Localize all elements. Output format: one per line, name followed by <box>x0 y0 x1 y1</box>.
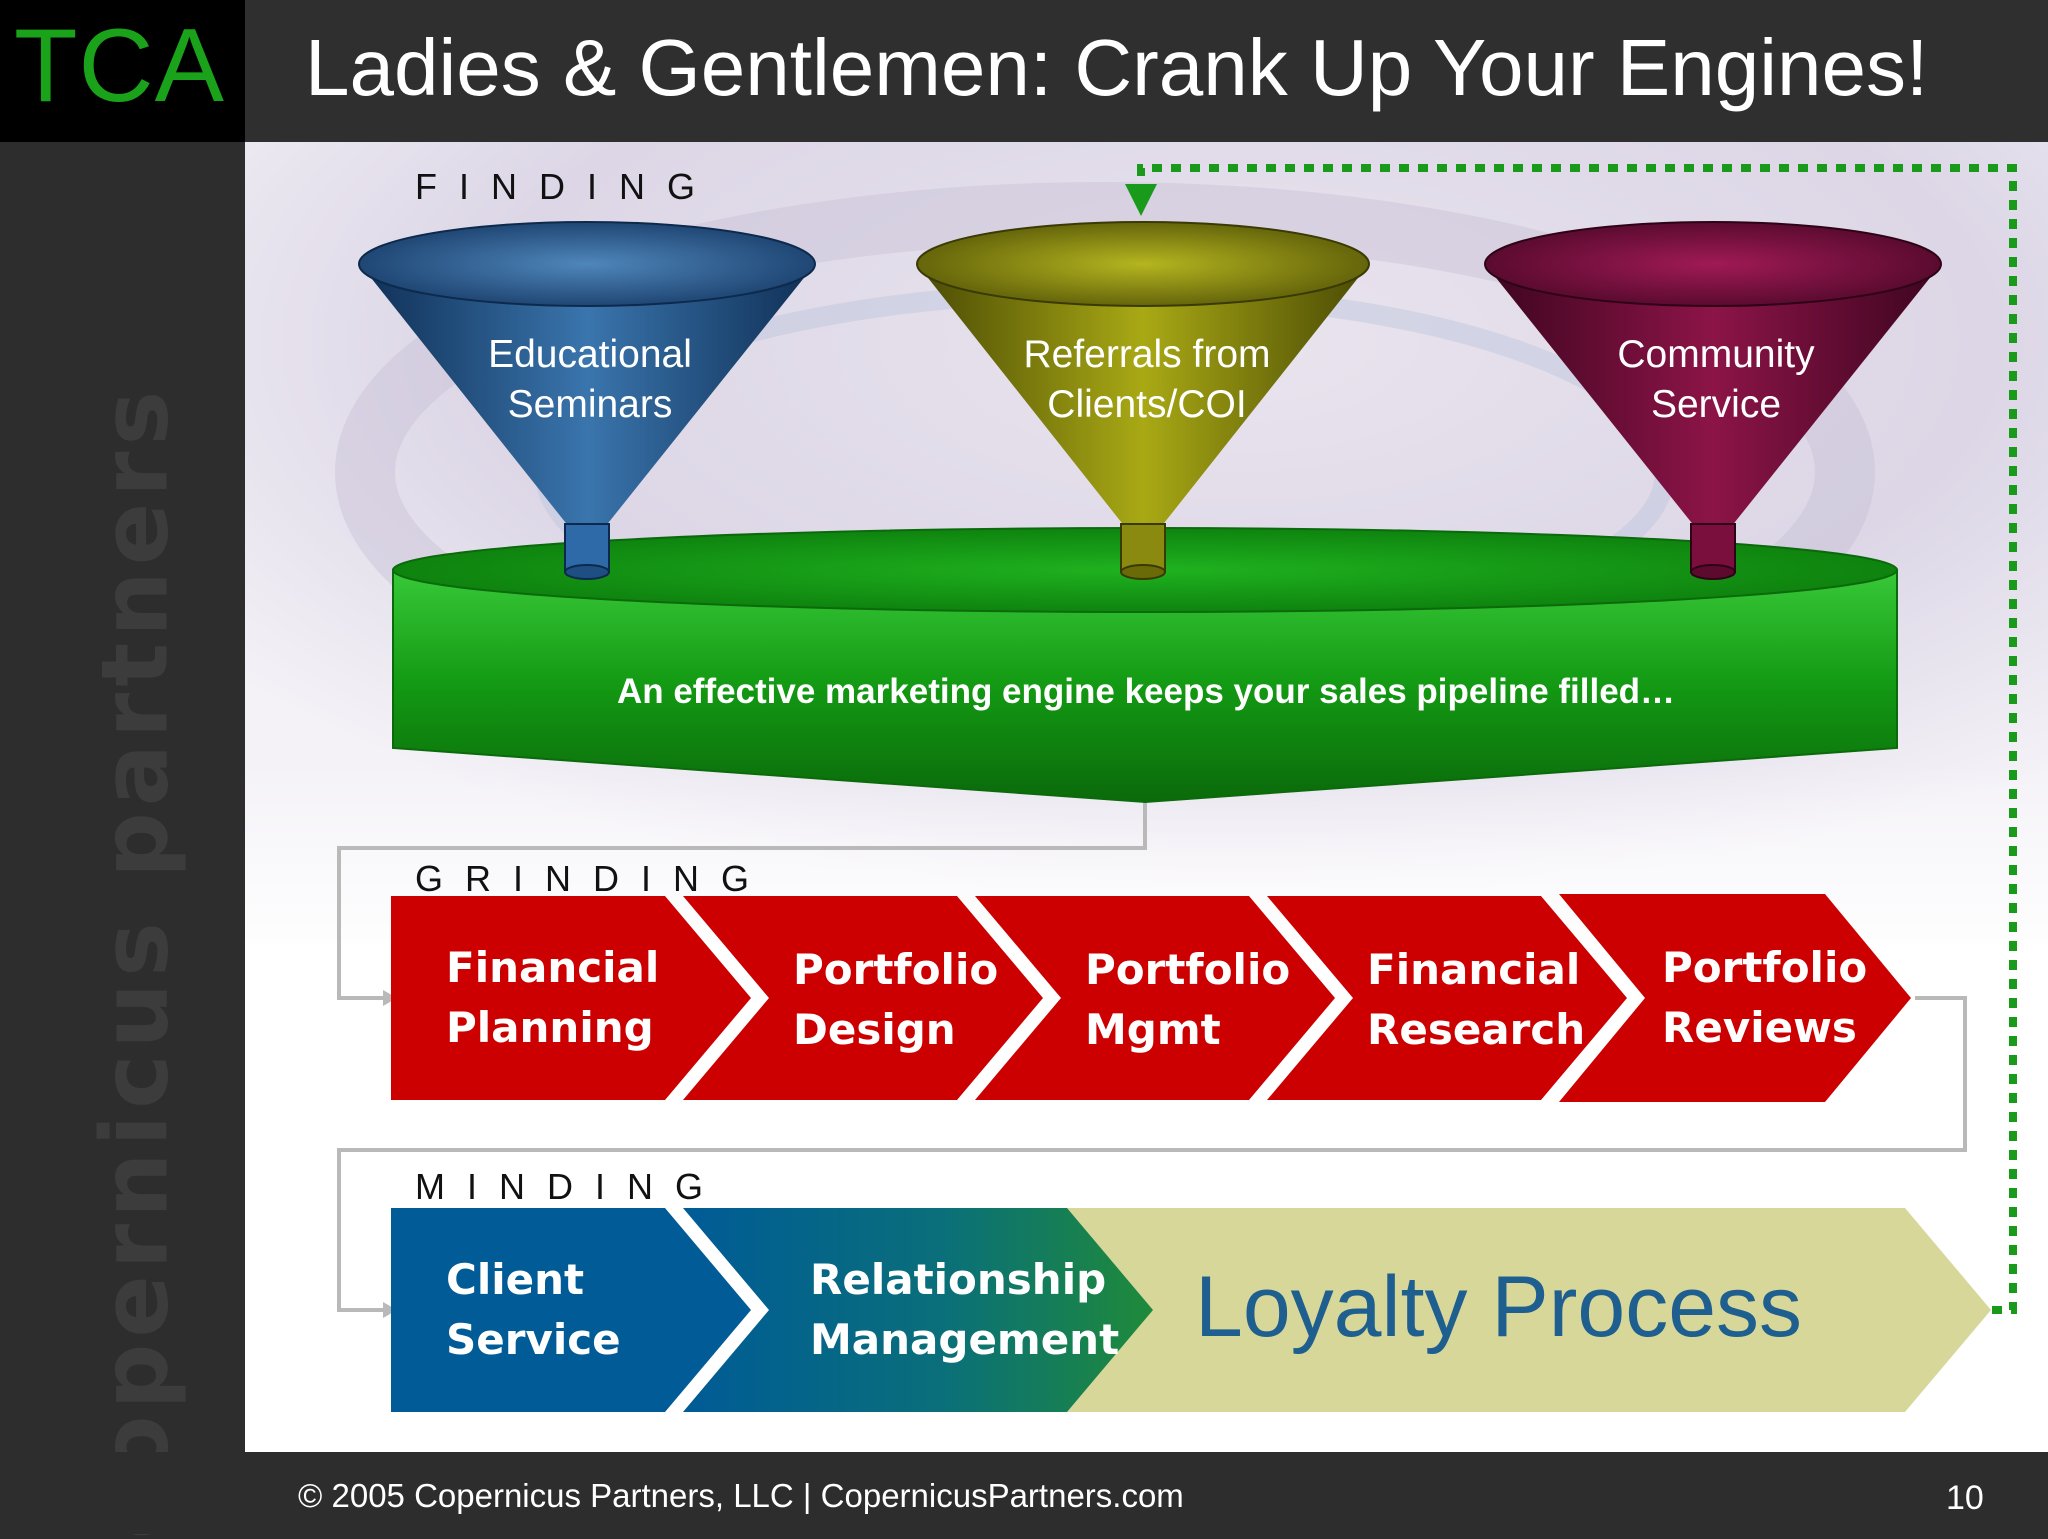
step-label-line: Portfolio <box>1085 945 1291 994</box>
minding-chevrons <box>391 1208 1991 1412</box>
grinding-step-portfolio-reviews: Portfolio Reviews <box>1662 938 1922 1058</box>
funnel-label-educational-seminars: Educational Seminars <box>440 330 740 430</box>
grinding-step-financial-planning: Financial Planning <box>446 938 706 1058</box>
feedback-loop-line <box>1137 164 2017 1314</box>
section-label-minding: MINDING <box>415 1166 725 1207</box>
engine-caption: An effective marketing engine keeps your… <box>616 672 1676 711</box>
sidebar-brand-watermark: copernicus partners <box>81 384 189 1539</box>
funnel-label-community-service: Community Service <box>1566 330 1866 430</box>
section-label-grinding: GRINDING <box>415 858 771 899</box>
funnel-community-service <box>1484 221 1942 580</box>
connector-arrow-2 <box>383 1302 397 1318</box>
step-label-line: Portfolio <box>793 945 999 994</box>
feedback-arrow-head <box>1125 184 1157 216</box>
step-label-line: Relationship <box>810 1255 1107 1304</box>
funnel-label-referrals: Referrals from Clients/COI <box>997 330 1297 430</box>
page-number: 10 <box>1946 1479 1984 1517</box>
funnel-educational-seminars <box>358 221 816 580</box>
logo-box: TCA <box>0 0 245 142</box>
connector-grinding-to-minding <box>337 996 1967 1312</box>
grinding-chevrons <box>391 894 1911 1102</box>
step-label-line: Research <box>1367 1005 1586 1054</box>
minding-step-client-service: Client Service <box>446 1250 706 1370</box>
footer-bar <box>0 1452 2048 1534</box>
step-label-line: Client <box>446 1255 585 1304</box>
connector-arrow-1 <box>383 990 397 1006</box>
funnel-label-line: Community <box>1617 333 1815 376</box>
footer-copyright: © 2005 Copernicus Partners, LLC | Copern… <box>298 1477 1184 1514</box>
section-label-finding: FINDING <box>415 166 717 207</box>
step-label-line: Reviews <box>1662 1003 1857 1052</box>
minding-step-relationship-management: Relationship Management <box>810 1250 1150 1370</box>
step-label-line: Service <box>446 1315 621 1364</box>
connector-finding-to-grinding <box>337 802 1147 1000</box>
funnel-label-line: Educational <box>488 333 692 376</box>
step-label-line: Mgmt <box>1085 1005 1221 1054</box>
step-label-line: Financial <box>446 943 660 992</box>
funnel-referrals <box>916 221 1370 580</box>
logo: TCA <box>14 8 225 124</box>
loyalty-process-label: Loyalty Process <box>1195 1259 1803 1355</box>
step-label-line: Design <box>793 1005 956 1054</box>
funnel-label-line: Clients/COI <box>1047 383 1247 426</box>
step-label-line: Planning <box>446 1003 654 1052</box>
diagram-area <box>245 142 2048 1452</box>
funnel-label-line: Seminars <box>507 383 673 426</box>
grinding-step-portfolio-design: Portfolio Design <box>793 940 1053 1060</box>
step-label-line: Portfolio <box>1662 943 1868 992</box>
step-label-line: Financial <box>1367 945 1581 994</box>
funnel-label-line: Service <box>1650 383 1782 426</box>
grinding-step-financial-research: Financial Research <box>1367 940 1627 1060</box>
header-bar <box>0 0 2048 142</box>
diagram-svg <box>245 142 2048 1412</box>
sidebar: copernicus partners <box>0 142 245 1539</box>
step-label-line: Management <box>810 1315 1120 1364</box>
funnel-label-line: Referrals from <box>1023 333 1271 376</box>
slide-title: Ladies & Gentlemen: Crank Up Your Engine… <box>305 23 1929 112</box>
grinding-step-portfolio-mgmt: Portfolio Mgmt <box>1085 940 1345 1060</box>
